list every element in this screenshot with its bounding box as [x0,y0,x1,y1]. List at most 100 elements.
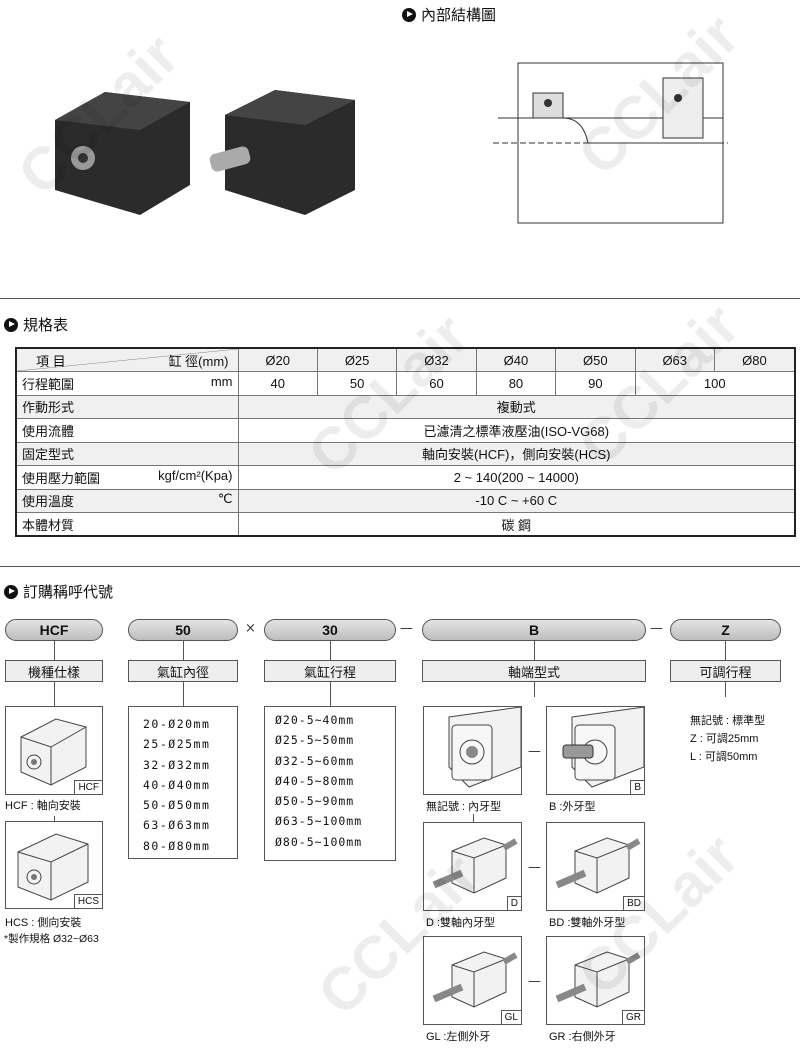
header-cell: 項 目缸 徑(mm) [15,347,239,372]
structure-heading: 內部結構圖 [402,4,496,25]
separator: — [650,621,663,636]
adjust-list: 無記號 : 標準型 Z : 可調25mm L : 可調50mm [690,712,765,766]
bore-cell: Ø25 [316,347,398,372]
code-adjust: Z [670,619,781,641]
row-label: 使用溫度 ℃ [15,488,239,513]
rod-end-caption: D :雙軸內牙型 [426,917,496,929]
list-item: 20-Ø20mm [143,717,211,731]
code-bore: 50 [128,619,238,641]
separator: — [528,744,541,759]
label-text: 行程範圍 [22,376,75,392]
stroke-cell: 60 [396,371,477,396]
list-item: 25-Ø25mm [143,737,211,752]
product-photos [55,90,355,215]
unit-text: mm [210,373,233,389]
spec-table: 項 目缸 徑(mm) Ø20 Ø25 Ø32 Ø40 Ø50 Ø63 Ø80 行… [15,347,796,537]
label-text: 使用溫度 [22,494,75,510]
spec-heading: 規格表 [4,314,68,335]
order-heading: 訂購稱呼代號 [4,581,113,602]
model-caption: HCF : 軸向安裝 [5,800,81,812]
rod-end-tag: GL [500,1010,521,1024]
stroke-cell: 100 [634,371,796,396]
label-bore: 氣缸內徑 [128,660,238,682]
bore-cell: Ø32 [396,347,477,372]
cylinder-drawing [555,837,641,894]
list-item: 63-Ø63mm [143,818,211,833]
table-header-row: 項 目缸 徑(mm) Ø20 Ø25 Ø32 Ø40 Ø50 Ø63 Ø80 [15,347,796,372]
rod-end-caption: BD :雙軸外牙型 [549,917,626,929]
label-stroke: 氣缸行程 [264,660,396,682]
row-value: 2 ~ 140(200 ~ 14000) [237,465,796,490]
list-item: 32-Ø32mm [143,757,211,772]
code-stroke: 30 [264,619,396,641]
rod-end-tag: D [506,896,521,910]
list-item: Z : 可調25mm [690,733,759,745]
play-circle-icon [4,317,18,332]
model-hcs-image: HCS [5,821,103,909]
structure-drawing [493,62,728,224]
spec-title: 規格表 [23,316,69,334]
stroke-cell: 50 [316,371,398,396]
stroke-cell: 80 [475,371,557,396]
bore-cell: Ø63 [634,347,715,372]
connector [54,816,55,821]
rod-end-image: BD [546,822,645,911]
unit-text: ℃ [217,491,233,507]
rod-end-caption: B :外牙型 [549,801,596,813]
row-label: 固定型式 [15,441,239,466]
play-circle-icon [402,7,416,22]
rod-end-caption: GL :左側外牙 [426,1031,491,1043]
table-row: 固定型式 軸向安裝(HCF)，側向安裝(HCS) [15,441,796,466]
rod-end-tag: BD [623,896,644,910]
row-value: 碳 鋼 [237,512,796,537]
cylinder-drawing [555,951,641,1008]
list-item: 80-Ø80mm [143,838,211,853]
header-bore: 缸 徑(mm) [168,353,229,369]
bore-cell: Ø40 [475,347,557,372]
row-value: -10 C ~ +60 C [237,488,796,513]
row-label: 本體材質 [15,512,239,537]
list-item: L : 可調50mm [690,751,758,763]
list-item: Ø50-5~90mm [275,794,355,809]
label-text: 使用壓力範圍 [22,470,101,486]
separator: × [245,621,256,636]
play-circle-icon [4,584,18,599]
list-item: 無記號 : 標準型 [690,715,766,727]
row-value: 軸向安裝(HCF)，側向安裝(HCS) [237,441,796,466]
rod-end-image: D [423,822,522,911]
list-item: Ø25-5~50mm [275,733,355,748]
list-item: 50-Ø50mm [143,798,211,813]
list-item: 40-Ø40mm [143,777,211,792]
label-text: 作動形式 [22,400,75,416]
cylinder-drawing [562,706,645,788]
list-item: Ø80-5~100mm [275,834,363,849]
cylinder-photo-hcf [55,92,190,215]
table-row: 作動形式 複動式 [15,394,796,419]
connector [473,814,474,822]
row-value: 複動式 [237,394,796,419]
rod-end-tag: GR [622,1010,644,1024]
stroke-cell: 40 [237,371,318,396]
label-text: 固定型式 [22,447,75,463]
table-row: 本體材質 碳 鋼 [15,512,796,537]
divider [0,298,800,299]
cylinder-drawing [432,837,518,894]
code-rod-end: B [422,619,646,641]
structure-title: 內部結構圖 [421,6,497,24]
cylinder-drawing [448,706,522,788]
model-tag: HCS [73,894,102,908]
cylinder-drawing [432,951,518,1008]
separator: — [528,860,541,875]
stroke-list: Ø20-5~40mm Ø25-5~50mm Ø32-5~60mm Ø40-5~8… [264,706,396,861]
cylinder-photo-b [209,90,355,215]
label-text: 本體材質 [22,517,75,533]
separator: — [528,974,541,989]
list-item: Ø40-5~80mm [275,773,355,788]
list-item: Ø63-5~100mm [275,814,363,829]
rod-end-tag: B [630,780,644,794]
row-label: 作動形式 [15,394,239,419]
table-row: 使用流體已濾清之標準液壓油(ISO-VG68) [15,418,796,443]
label-rod-end: 軸端型式 [422,660,646,682]
